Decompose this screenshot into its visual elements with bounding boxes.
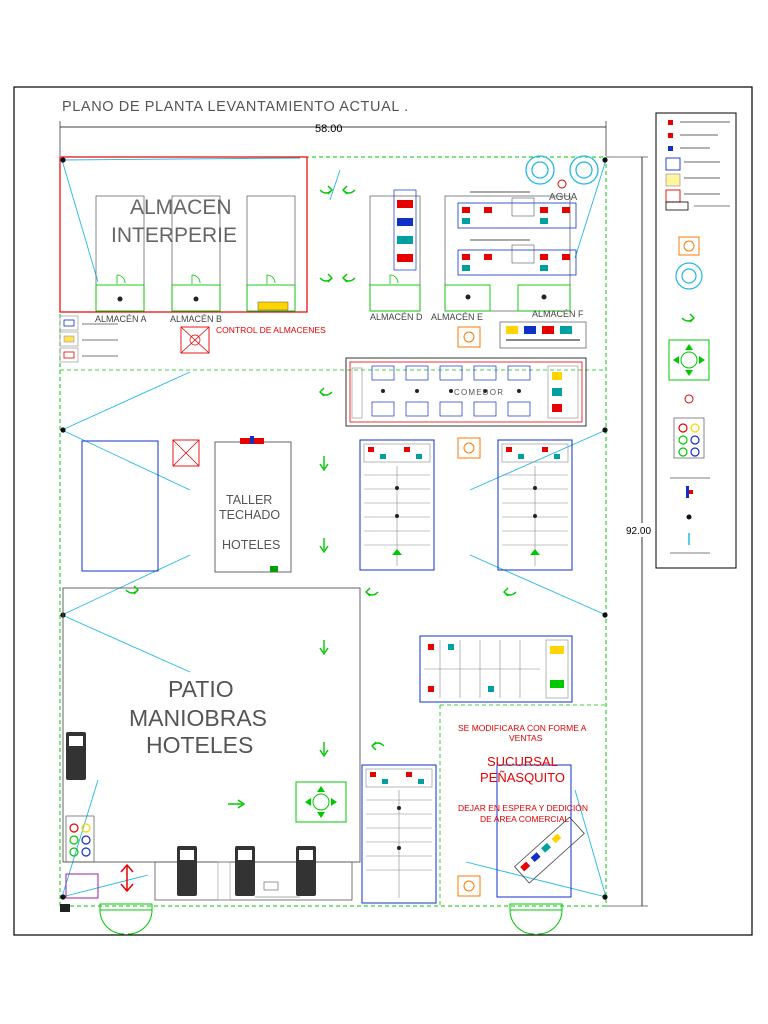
signal-panel [65,815,95,863]
taller-label-2: TECHADO [219,508,280,522]
almacen-interperie-zone: ALMACEN INTERPERIE [59,156,308,313]
traffic-flow-arrows [125,185,517,809]
note-espera-line-2: DE AREA COMERCIAL [480,814,570,824]
almacen-mini-legend [59,315,118,363]
control-almacenes-label: CONTROL DE ALMACENES [216,325,326,335]
agua-label: AGUA [549,192,578,203]
double-arrow-icon [120,863,134,893]
height-dimension: 92.00 [606,156,658,907]
dormitory-block-4 [361,764,437,904]
width-dimension: 58.00 [59,121,607,156]
almacen-d-label: ALMACÉN D [370,312,423,322]
orange-control-point-2 [457,437,481,459]
almacen-b-label: ALMACÉN B [170,314,222,324]
patio-label-1: PATIO [168,676,234,702]
height-dimension-label: 92.00 [626,526,651,537]
dormitory-block-2 [497,439,573,571]
almacen-c-bay [246,195,296,312]
meter-box [60,904,70,912]
plan-title: PLANO DE PLANTA LEVANTAMIENTO ACTUAL . [62,99,409,115]
dormitory-block-1 [359,439,435,571]
patio-label-3: HOTELES [146,732,253,758]
taller-label-3: HOTELES [222,538,280,552]
sucursal-zone [457,764,585,898]
sucursal-label-2: PEÑASQUITO [480,770,565,785]
almacen-interperie-label-2: INTERPERIE [111,224,237,247]
comedor-label: COMEDOR [454,388,504,397]
width-dimension-label: 58.00 [315,123,343,135]
property-boundary [59,156,607,907]
legend-panel [655,112,737,569]
taller-building [214,436,292,573]
entry-gate-left [99,903,153,935]
note-forma-line-1: SE MODIFICARA CON FORME A [458,723,587,733]
electrical-box [65,873,99,899]
control-almacenes-booth [180,326,210,354]
almacen-f-label: ALMACÉN F [532,309,584,319]
water-pump-icon [557,179,567,189]
water-tanks [525,155,599,185]
patio-label-2: MANIOBRAS [129,705,267,731]
comedor-building [345,357,587,427]
sheet-frame [13,86,753,936]
almacen-a-label: ALMACÉN A [95,314,147,324]
parking-area-left [81,440,159,572]
truck-icons [66,732,316,896]
almacen-d-building [369,189,421,312]
light-fixtures [60,157,608,900]
almacen-e-building [444,191,577,312]
entry-gate-right [509,903,563,935]
taller-label-1: TALLER [226,493,272,507]
dormitory-block-3 [419,635,573,703]
almacen-interperie-label-1: ALMACEN [130,196,232,219]
orange-control-point [457,326,481,348]
lighting-coverage-lines [61,157,607,898]
note-forma-line-2: VENTAS [509,733,543,743]
crossed-marker [172,439,200,467]
almacen-f-building [499,321,587,349]
note-espera-line-1: DEJAR EN ESPERA Y DEDICIÓN [458,803,588,813]
sucursal-label-1: SUCURSAL [487,754,558,769]
almacen-e-label: ALMACÉN E [431,312,483,322]
